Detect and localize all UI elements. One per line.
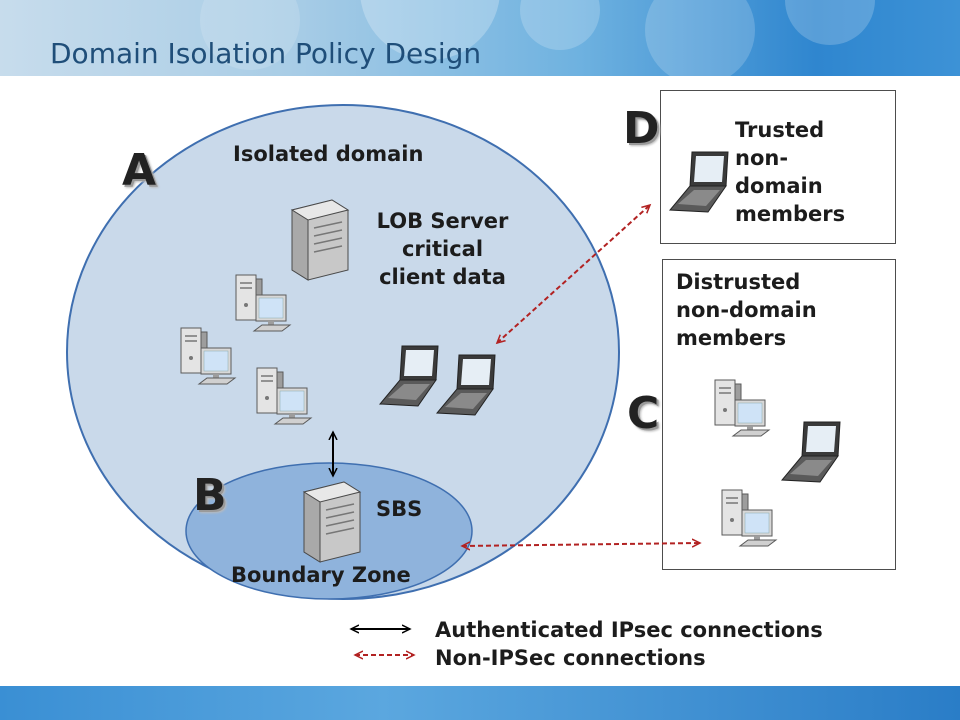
sbs-label: SBS — [376, 497, 423, 521]
sbs-server-icon — [303, 481, 361, 563]
trusted-line-4: members — [735, 202, 846, 226]
trusted-laptop-icon — [669, 151, 729, 213]
distrusted-line-2: non-domain — [676, 298, 817, 322]
marker-d: D — [623, 103, 660, 154]
marker-b: B — [193, 470, 227, 521]
lob-server-line-1: LOB Server — [376, 209, 509, 233]
lob-server-icon — [291, 199, 349, 281]
trusted-label: Trusted non- domain members — [735, 116, 845, 228]
distrusted-desktop-icon — [714, 379, 770, 437]
page-title: Domain Isolation Policy Design — [50, 37, 482, 70]
distrusted-laptop-icon — [781, 421, 841, 483]
non-ipsec-connection-arrow — [497, 205, 650, 343]
boundary-zone-label: Boundary Zone — [231, 563, 411, 587]
distrusted-box — [662, 259, 896, 570]
distrusted-line-1: Distrusted — [676, 270, 801, 294]
distrusted-line-3: members — [676, 326, 787, 350]
trusted-line-1: Trusted — [735, 118, 825, 142]
lob-server-line-2: critical — [401, 237, 484, 261]
marker-c: C — [627, 388, 660, 439]
trusted-line-2: non- — [735, 146, 789, 170]
marker-a: A — [122, 145, 157, 196]
distrusted-label: Distrusted non-domain members — [676, 268, 817, 352]
lob-server-line-3: client data — [379, 265, 506, 289]
distrusted-desktop-icon — [721, 489, 777, 547]
legend-non-ipsec-label: Non-IPSec connections — [435, 646, 706, 670]
banner-bubbles — [200, 0, 875, 76]
lob-server-label: LOB Server critical client data — [360, 207, 525, 291]
legend-authenticated-label: Authenticated IPsec connections — [435, 618, 823, 642]
header-banner: Domain Isolation Policy Design — [0, 0, 960, 76]
isolated-domain-label: Isolated domain — [233, 142, 424, 166]
footer-banner — [0, 686, 960, 720]
trusted-line-3: domain — [735, 174, 823, 198]
